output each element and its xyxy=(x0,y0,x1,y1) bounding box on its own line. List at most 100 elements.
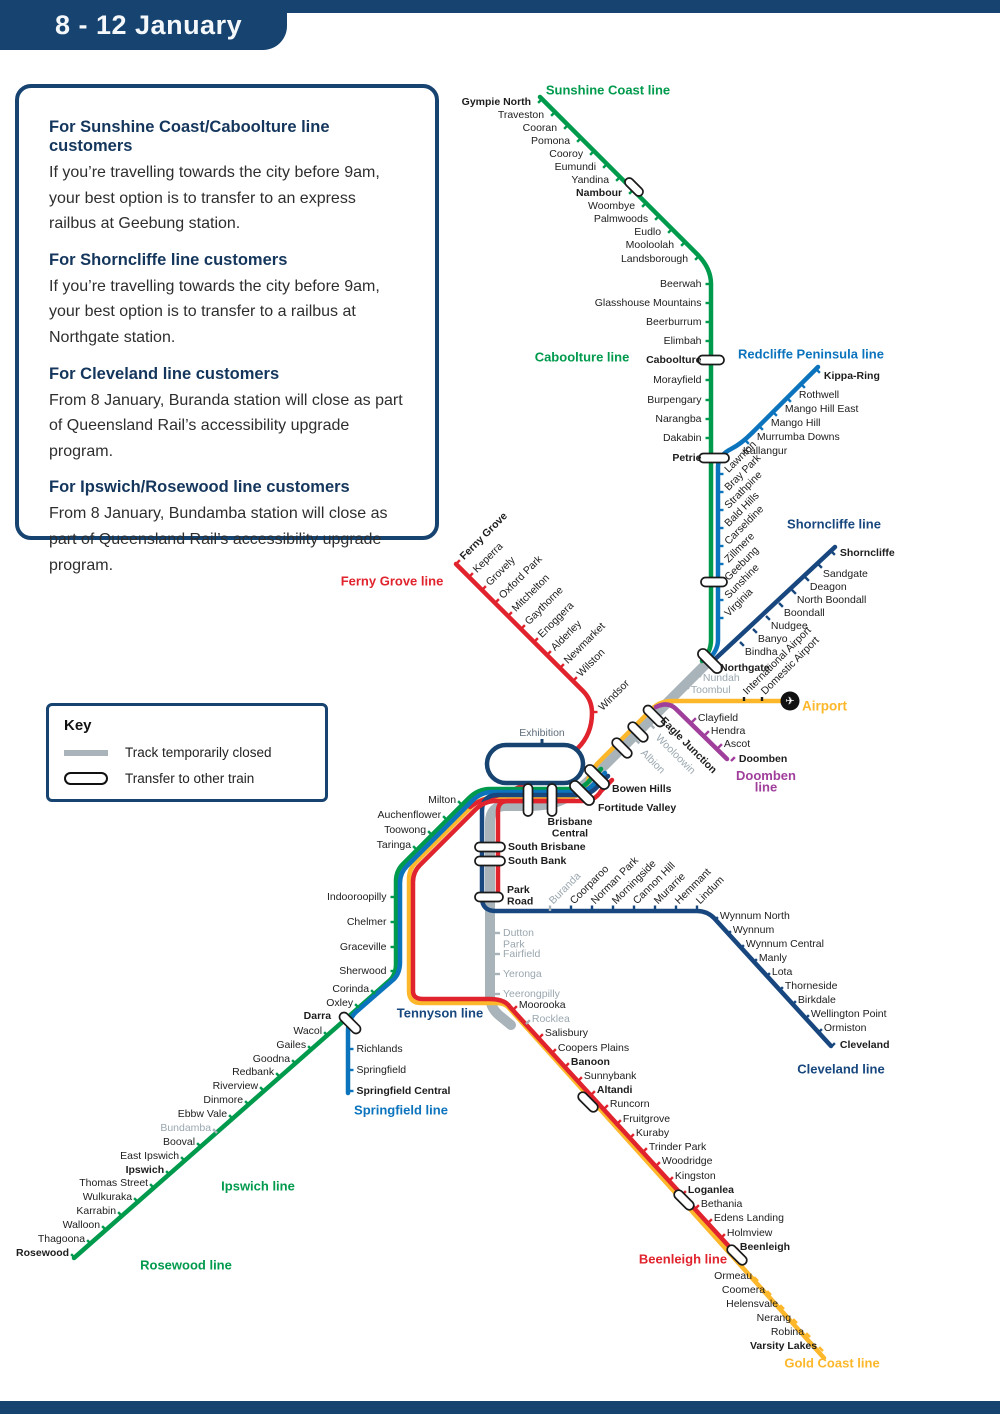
station-tick xyxy=(602,163,608,169)
station-tick xyxy=(805,1332,811,1338)
station-tick xyxy=(629,1133,635,1139)
station-label: Altandi xyxy=(597,1084,633,1096)
station-tick xyxy=(791,1000,797,1006)
station-tick xyxy=(133,1197,139,1203)
line-label: Airport xyxy=(802,699,848,714)
station-label: Petrie xyxy=(672,452,701,464)
station-tick xyxy=(577,1076,583,1082)
station-label: Cooran xyxy=(523,122,558,134)
line-label: Cleveland line xyxy=(797,1062,884,1077)
station-tick xyxy=(647,721,656,730)
station-label: Pomona xyxy=(531,135,570,147)
transfer-marker xyxy=(624,177,644,197)
station-label: Bethania xyxy=(701,1198,743,1210)
station-label: Eudlo xyxy=(634,226,661,238)
station-label: Rocklea xyxy=(532,1013,570,1025)
station-label: Yandina xyxy=(571,174,609,186)
station-label: Holmview xyxy=(727,1227,773,1239)
station-label: Ormeau xyxy=(714,1270,752,1282)
notice-heading: For Cleveland line customers xyxy=(49,364,280,383)
station-label: Wynnum North xyxy=(720,910,790,922)
station-tick xyxy=(830,1042,836,1048)
station-label: Springfield xyxy=(357,1064,407,1076)
station-label: Ipswich xyxy=(126,1164,165,1176)
station-label: Loganlea xyxy=(688,1184,734,1196)
transfer-marker xyxy=(474,855,506,867)
station-tick xyxy=(753,1276,759,1282)
station-tick xyxy=(563,124,569,130)
line-label: Ipswich line xyxy=(221,1179,295,1194)
station-label: Chelmer xyxy=(347,916,387,928)
transfer-marker xyxy=(726,1244,748,1266)
station-label: Morayfield xyxy=(653,374,702,386)
station-tick xyxy=(117,1211,123,1217)
station-label: Edens Landing xyxy=(714,1212,784,1224)
transfer-marker xyxy=(611,737,633,759)
line-label: Redcliffe Peninsula line xyxy=(738,347,884,362)
key-closed-label: Track temporarily closed xyxy=(125,745,272,760)
transfer-marker xyxy=(642,704,666,728)
station-tick xyxy=(603,1104,609,1110)
station-label: Thomas Street xyxy=(79,1177,148,1189)
station-tick xyxy=(165,1170,171,1176)
station-label: Nerang xyxy=(757,1312,792,1324)
station-label: Woodridge xyxy=(662,1155,713,1167)
station-tick xyxy=(180,1156,186,1162)
station-tick xyxy=(704,730,710,736)
station-tick xyxy=(655,1161,661,1167)
station-label: Murrumba Downs xyxy=(757,431,840,443)
key-row-closed: Track temporarily closed xyxy=(64,745,325,760)
station-tick xyxy=(538,1033,544,1039)
station-label: Birkdale xyxy=(798,994,836,1006)
station-label: South Bank xyxy=(508,855,566,867)
station-tick xyxy=(616,1119,622,1125)
station-tick xyxy=(589,150,595,156)
station-label: Northgate xyxy=(720,662,770,674)
station-tick xyxy=(765,615,771,621)
station-tick xyxy=(730,756,736,762)
station-label: Gailes xyxy=(276,1039,306,1051)
station-label: Helensvale xyxy=(726,1298,778,1310)
notice-ipswich-rosewood: For Ipswich/Rosewood line customers From… xyxy=(49,478,405,578)
station-tick xyxy=(778,986,784,992)
station-tick xyxy=(778,602,784,608)
station-label: Fruitgrove xyxy=(623,1113,670,1125)
doomben-line xyxy=(653,702,730,762)
station-label: Doomben xyxy=(739,753,787,765)
notice-heading: For Sunshine Coast/Caboolture line custo… xyxy=(49,118,330,155)
station-label: Manly xyxy=(759,952,788,964)
station-tick xyxy=(694,1204,700,1210)
station-tick xyxy=(537,98,543,104)
station-label: Glasshouse Mountains xyxy=(595,297,702,309)
station-tick xyxy=(564,1062,570,1068)
station-label: Elimbah xyxy=(664,335,702,347)
station-label: Traveston xyxy=(498,109,544,121)
station-tick xyxy=(354,1003,360,1009)
station-label: Redbank xyxy=(232,1066,275,1078)
station-tick xyxy=(259,1086,265,1092)
station-label: Springfield Central xyxy=(357,1085,451,1097)
station-label: Graceville xyxy=(340,941,387,953)
transfer-marker xyxy=(697,354,725,366)
station-tick xyxy=(590,1090,596,1096)
station-label: Hendra xyxy=(711,725,746,737)
station-label: Corinda xyxy=(332,983,369,995)
transfer-marker xyxy=(474,841,506,853)
station-tick xyxy=(779,1304,785,1310)
station-label: Trinder Park xyxy=(649,1141,707,1153)
station-label: Wacol xyxy=(293,1025,322,1037)
airplane-icon: ✈ xyxy=(785,696,794,708)
station-label: North Boondall xyxy=(797,594,866,606)
key-transfer-label: Transfer to other train xyxy=(125,771,255,786)
station-tick xyxy=(244,1100,250,1106)
transfer-marker xyxy=(697,648,723,674)
bottom-border-strip xyxy=(0,1401,1000,1414)
station-tick xyxy=(512,1005,518,1011)
transfer-marker xyxy=(673,1189,695,1211)
station-label: Moorooka xyxy=(519,999,566,1011)
station-label: Indooroopilly xyxy=(327,891,387,903)
station-label: Fairfield xyxy=(503,948,541,960)
